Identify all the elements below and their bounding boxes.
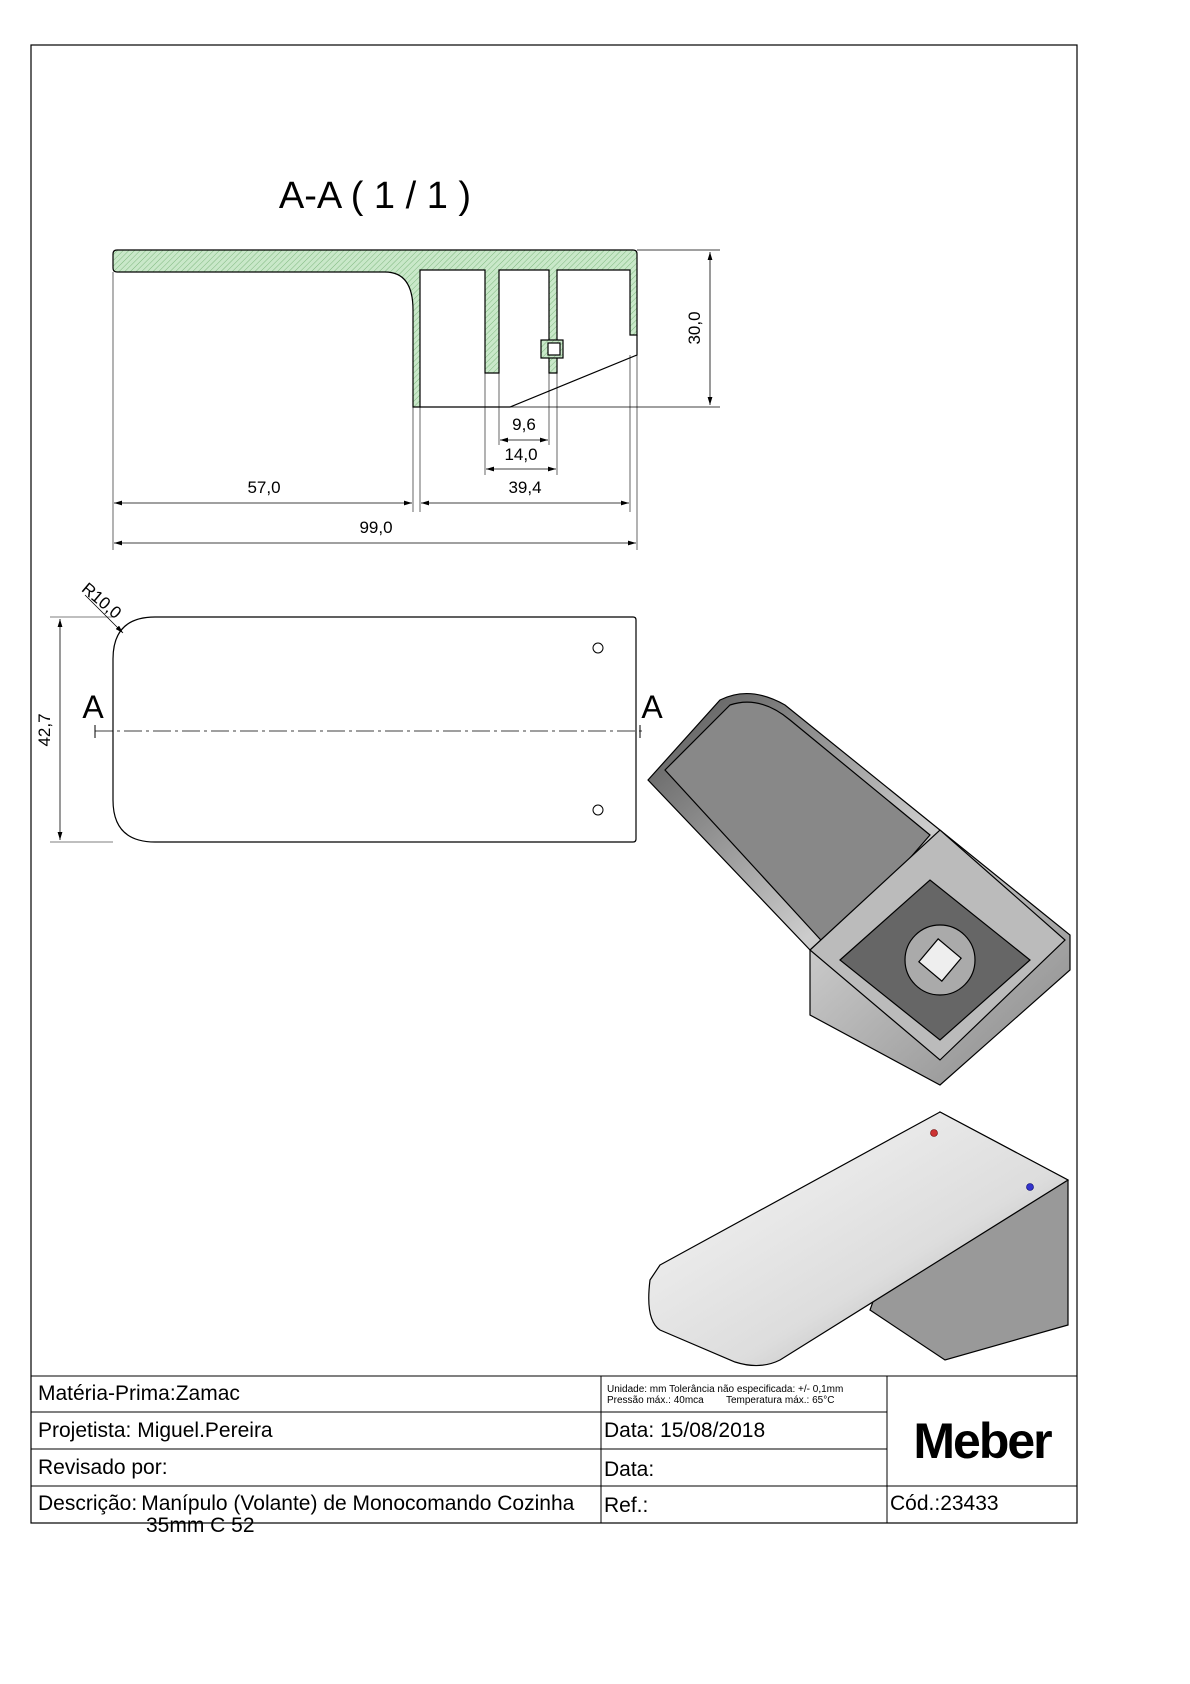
descricao-label: Descrição: <box>38 1492 138 1515</box>
section-view <box>112 249 720 550</box>
cod-label: Cód.: <box>890 1492 941 1515</box>
section-mark-left: A <box>82 689 104 725</box>
dim-width: 42,7 <box>35 713 54 746</box>
isometric-render-bottom <box>647 692 1071 1086</box>
dim-rib-outer: 14,0 <box>504 445 537 464</box>
section-mark-right: A <box>641 689 663 725</box>
ref-label: Ref.: <box>604 1494 649 1517</box>
materia-value: Zamac <box>175 1382 240 1405</box>
data-value: 15/08/2018 <box>660 1419 766 1442</box>
dim-blade-length: 57,0 <box>247 478 280 497</box>
data-label: Data: <box>604 1419 655 1442</box>
data-field: Data: 15/08/2018 <box>604 1419 765 1443</box>
dim-rib-inner: 9,6 <box>512 415 536 434</box>
descricao-field: Descrição:Manípulo (Volante) de Monocoma… <box>38 1493 574 1537</box>
revisado-label: Revisado por: <box>38 1456 168 1479</box>
dim-radius: R10,0 <box>78 579 125 623</box>
descricao-value-line2: 35mm C 52 <box>146 1514 255 1537</box>
projetista-value: Miguel.Pereira <box>137 1419 273 1442</box>
dim-total-length: 99,0 <box>359 518 392 537</box>
projetista-label: Projetista: <box>38 1419 132 1442</box>
notes-field: Unidade: mm Tolerância não especificada:… <box>607 1384 843 1406</box>
plan-view <box>50 594 645 843</box>
materia-prima-field: Matéria-Prima:Zamac <box>38 1382 240 1406</box>
isometric-render-top <box>648 1111 1070 1367</box>
dim-height: 30,0 <box>685 311 704 344</box>
cod-field: Cód.:23433 <box>890 1492 999 1516</box>
section-title: A-A ( 1 / 1 ) <box>279 175 471 217</box>
notes-line-3: Temperatura máx.: 65°C <box>725 1395 835 1406</box>
projetista-field: Projetista: Miguel.Pereira <box>38 1419 273 1443</box>
data2-label: Data: <box>604 1458 655 1481</box>
sheet-border <box>30 44 1078 1524</box>
notes-line-2: Pressão máx.: 40mca <box>607 1395 704 1406</box>
company-logo: Meber <box>913 1413 1052 1469</box>
cod-value: 23433 <box>940 1492 999 1515</box>
title-block-grid <box>31 1375 1077 1523</box>
materia-label: Matéria-Prima: <box>38 1382 176 1405</box>
notes-line-1: Unidade: mm Tolerância não especificada:… <box>607 1384 844 1395</box>
descricao-value: Manípulo (Volante) de Monocomando Cozinh… <box>141 1492 575 1515</box>
dim-body-length: 39,4 <box>508 478 541 497</box>
